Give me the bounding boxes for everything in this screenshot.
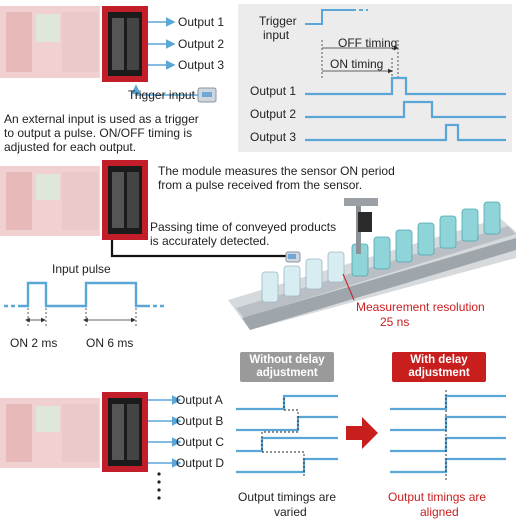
off-timing-label: OFF timing (338, 36, 398, 50)
aligned-caption-line2: aligned (420, 505, 459, 519)
timing-trigger-label-line2: input (263, 28, 290, 42)
output-b-label: Output B (176, 414, 224, 428)
plc-module-top (0, 6, 148, 82)
output-1-label: Output 1 (178, 15, 225, 29)
timing-trigger-label-line1: Trigger (259, 14, 297, 28)
input-pulse-label: Input pulse (52, 262, 111, 276)
top-description-line1: An external input is used as a trigger (4, 112, 199, 126)
resolution-label-line2: 25 ns (380, 315, 410, 329)
passing-note-line2: is accurately detected. (150, 234, 270, 248)
middle-description-line2: from a pulse received from the sensor. (158, 178, 363, 192)
conveyor-illustration (228, 198, 516, 330)
top-description-line3: adjusted for each output. (4, 140, 137, 154)
with-delay-badge-line1: With delay (410, 354, 468, 366)
with-delay-badge: With delay adjustment (392, 352, 486, 382)
transition-arrow-icon (346, 417, 378, 449)
output-d-label: Output D (176, 456, 225, 470)
output-a-label: Output A (176, 393, 223, 407)
trigger-input-label: Trigger input (128, 88, 195, 102)
timing-chart-panel (238, 4, 512, 152)
trigger-sensor-icon (197, 87, 217, 103)
without-delay-badge-line1: Without delay (249, 354, 325, 366)
with-delay-badge-line2: adjustment (408, 367, 470, 379)
output-c-label: Output C (176, 435, 225, 449)
top-description-line2: to output a pulse. ON/OFF timing is (4, 126, 193, 140)
output-3-label: Output 3 (178, 58, 225, 72)
aligned-caption-line1: Output timings are (388, 490, 487, 504)
timing-output-1-label: Output 1 (250, 84, 297, 98)
resolution-label-line1: Measurement resolution (356, 300, 485, 314)
varied-caption-line2: varied (274, 505, 307, 519)
timing-output-3-label: Output 3 (250, 130, 297, 144)
varied-caption-line1: Output timings are (238, 490, 337, 504)
without-delay-badge-line2: adjustment (256, 367, 318, 379)
without-delay-badge: Without delay adjustment (240, 352, 334, 382)
more-outputs-dots (157, 472, 161, 500)
plc-module-middle (0, 160, 148, 240)
output-2-label: Output 2 (178, 37, 225, 51)
plc-module-bottom (0, 392, 148, 472)
on-6ms-label: ON 6 ms (86, 336, 134, 350)
middle-description-line1: The module measures the sensor ON period (158, 164, 395, 178)
timing-output-2-label: Output 2 (250, 107, 297, 121)
on-2ms-label: ON 2 ms (10, 336, 58, 350)
passing-note-line1: Passing time of conveyed products (150, 220, 337, 234)
on-timing-label: ON timing (330, 57, 384, 71)
